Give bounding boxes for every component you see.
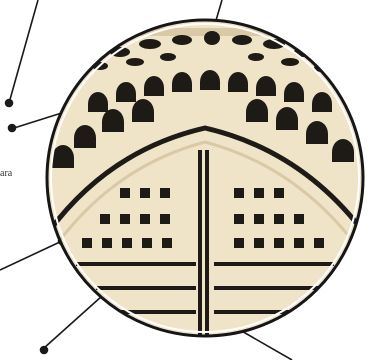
leader-line-bottom-left [44,296,102,348]
leader-dot-mid-left [9,125,16,132]
center-mullion [198,150,202,350]
leader-line-lower-left [0,241,62,270]
lattice-detail [40,15,367,350]
leader-dot-bottom-left [41,347,48,354]
leader-line-top-left [9,0,38,103]
partial-label: ara [0,168,12,179]
leader-dot-top-left [6,100,13,107]
